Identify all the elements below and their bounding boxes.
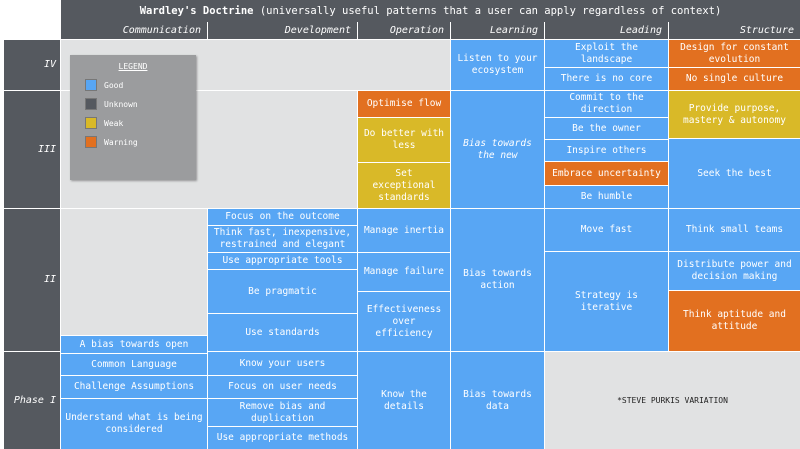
doctrine-bias-towards-the-new: Bias towards the new [451, 91, 544, 208]
doctrine-use-appropriate-methods: Use appropriate methods [208, 427, 357, 449]
doctrine-move-fast: Move fast [545, 209, 668, 251]
doctrine-think-fast-inexpensive: Think fast, inexpensive, restrained and … [208, 226, 357, 252]
doctrine-effectiveness-over-efficiency: Effectiveness over efficiency [358, 292, 450, 351]
doctrine-a-bias-towards-open: A bias towards open [61, 336, 207, 353]
doctrine-embrace-uncertainty: Embrace uncertainty [545, 162, 668, 185]
doctrine-manage-failure: Manage failure [358, 253, 450, 291]
doctrine-common-language: Common Language [61, 354, 207, 375]
doctrine-challenge-assumptions: Challenge Assumptions [61, 376, 207, 398]
doctrine-exploit-the-landscape: Exploit the landscape [545, 40, 668, 67]
legend-item-weak: Weak [85, 117, 123, 129]
phase-label-i: Phase I [4, 352, 60, 449]
doctrine-remove-bias-and-duplication: Remove bias and duplication [208, 399, 357, 426]
doctrine-listen-to-your-ecosystem: Listen to your ecosystem [451, 40, 544, 90]
doctrine-understand-what-is-being-considered: Understand what is being considered [61, 399, 207, 449]
legend-item-unknown: Unknown [85, 98, 138, 110]
empty-area [61, 209, 207, 335]
phase-label-ii: II [4, 209, 60, 351]
variation-note: *STEVE PURKIS VARIATION [545, 352, 800, 449]
legend-label-unknown: Unknown [104, 99, 138, 109]
doctrine-seek-the-best: Seek the best [669, 139, 800, 208]
doctrine-no-single-culture: No single culture [669, 68, 800, 90]
phase-label-iii: III [4, 91, 60, 208]
doctrine-strategy-is-iterative: Strategy is iterative [545, 252, 668, 351]
doctrine-set-exceptional-standards: Set exceptional standards [358, 163, 450, 208]
title-subtitle: (universally useful patterns that a user… [259, 5, 722, 17]
doctrine-think-small-teams: Think small teams [669, 209, 800, 251]
doctrine-inspire-others: Inspire others [545, 140, 668, 161]
doctrine-do-better-with-less: Do better with less [358, 118, 450, 162]
legend-title: LEGEND [118, 62, 148, 71]
doctrine-think-aptitude-and-attitude: Think aptitude and attitude [669, 291, 800, 351]
legend: LEGEND Good Unknown Weak Warning [70, 55, 196, 180]
column-header-development: Development [208, 22, 357, 39]
legend-item-warning: Warning [85, 136, 138, 148]
phase-label-iv: IV [4, 40, 60, 90]
doctrine-distribute-power: Distribute power and decision making [669, 252, 800, 290]
legend-swatch-unknown [85, 98, 97, 110]
doctrine-focus-on-user-needs: Focus on user needs [208, 376, 357, 398]
doctrine-manage-inertia: Manage inertia [358, 209, 450, 252]
doctrine-use-standards: Use standards [208, 314, 357, 351]
doctrine-provide-purpose: Provide purpose, mastery & autonomy [669, 91, 800, 138]
doctrine-commit-to-the-direction: Commit to the direction [545, 91, 668, 117]
column-header-structure: Structure [669, 22, 800, 39]
legend-swatch-weak [85, 117, 97, 129]
doctrine-bias-towards-data: Bias towards data [451, 352, 544, 449]
legend-label-warning: Warning [104, 137, 138, 147]
doctrine-be-pragmatic: Be pragmatic [208, 270, 357, 313]
diagram-title: Wardley's Doctrine (universally useful p… [61, 0, 800, 22]
doctrine-focus-on-the-outcome: Focus on the outcome [208, 209, 357, 225]
doctrine-be-the-owner: Be the owner [545, 118, 668, 139]
title-main: Wardley's Doctrine [139, 5, 254, 17]
doctrine-know-your-users: Know your users [208, 352, 357, 375]
legend-label-weak: Weak [104, 118, 124, 128]
doctrine-be-humble: Be humble [545, 186, 668, 208]
column-header-learning: Learning [451, 22, 544, 39]
legend-label-good: Good [104, 80, 124, 90]
legend-swatch-good [85, 79, 97, 91]
doctrine-use-appropriate-tools: Use appropriate tools [208, 253, 357, 269]
doctrine-bias-towards-action: Bias towards action [451, 209, 544, 351]
column-header-operation: Operation [358, 22, 450, 39]
doctrine-there-is-no-core: There is no core [545, 68, 668, 90]
doctrine-know-the-details: Know the details [358, 352, 450, 449]
doctrine-optimise-flow: Optimise flow [358, 91, 450, 117]
column-header-communication: Communication [61, 22, 207, 39]
doctrine-design-for-constant-evolution: Design for constant evolution [669, 40, 800, 67]
legend-swatch-warning [85, 136, 97, 148]
column-header-leading: Leading [545, 22, 668, 39]
legend-item-good: Good [85, 79, 123, 91]
